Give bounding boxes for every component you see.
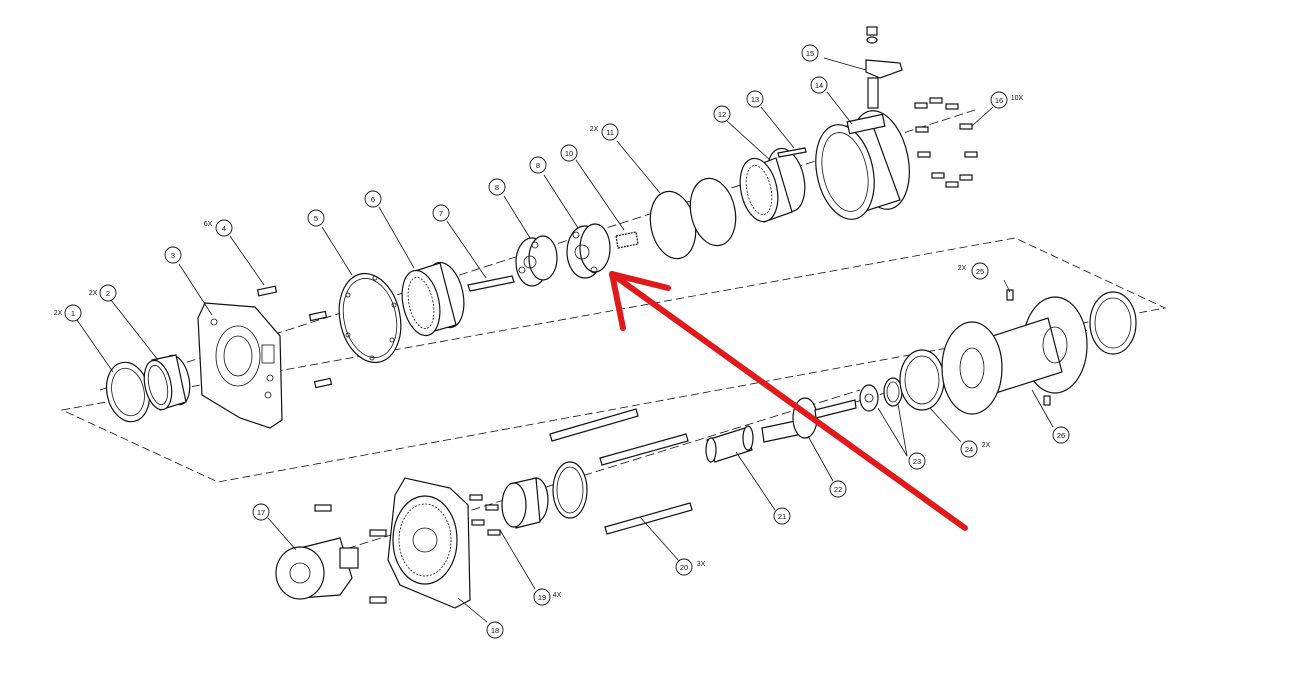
callout-2: 2 2X: [89, 284, 117, 302]
callout-20: 20 3X: [675, 558, 706, 576]
part-18-mounting-flange: [387, 477, 471, 609]
part-19-bolts: [314, 494, 501, 604]
callout-15: 15: [801, 44, 819, 62]
part-16-bolts: [914, 97, 978, 188]
callout-11-number: 11: [606, 128, 614, 137]
callout-24-qty: 2X: [982, 442, 991, 449]
callout-22: 22: [829, 480, 847, 498]
part-3-end-housing: [197, 302, 283, 429]
part-2-bushing: [143, 354, 191, 411]
callout-7: 7: [432, 204, 450, 222]
part-11-snap-rings: [649, 177, 737, 260]
red-annotation-arrow: [609, 271, 968, 531]
callout-17-number: 17: [257, 508, 265, 517]
callout-17: 17: [252, 503, 270, 521]
callout-10-number: 10: [565, 149, 573, 158]
callout-19-number: 19: [538, 593, 546, 602]
callout-12-number: 12: [718, 110, 726, 119]
part-4-bolts: [256, 285, 333, 389]
callout-16: 16 10X: [990, 91, 1024, 109]
callout-3-number: 3: [171, 251, 175, 260]
callout-12: 12: [713, 105, 731, 123]
callout-2-qty: 2X: [89, 290, 98, 297]
part-10-sun-gear: [615, 231, 639, 249]
part-14-gear-housing: [815, 110, 910, 220]
callout-1-qty: 2X: [54, 310, 63, 317]
callout-24-number: 24: [965, 445, 973, 454]
callout-4: 4 6X: [204, 219, 233, 237]
part-21-coupler: [705, 425, 754, 463]
callout-18: 18: [486, 621, 504, 639]
callout-4-number: 4: [222, 224, 226, 233]
callout-13-number: 13: [751, 95, 759, 104]
part-17-motor: [275, 537, 359, 600]
part-13-pin: [777, 147, 807, 158]
callout-4-qty: 6X: [204, 221, 213, 228]
callout-15-number: 15: [806, 49, 814, 58]
callout-14-number: 14: [815, 81, 823, 90]
callout-6: 6: [364, 190, 382, 208]
callout-5-number: 5: [314, 214, 318, 223]
part-6-ring-gear: [401, 261, 465, 337]
callout-20-number: 20: [680, 563, 688, 572]
callout-11-qty: 2X: [590, 126, 599, 133]
callout-26-number: 26: [1057, 431, 1065, 440]
callout-8a-number: 8: [495, 183, 499, 192]
callout-8b: 8: [529, 156, 547, 174]
callout-18-number: 18: [491, 626, 499, 635]
part-23-washers: [859, 377, 903, 412]
callout-25: 25 2X: [958, 262, 989, 280]
part-5-gasket: [338, 272, 402, 364]
callout-20-qty: 3X: [697, 561, 706, 568]
callout-3: 3: [164, 246, 182, 264]
part-24-rings: [899, 291, 1137, 411]
callout-13: 13: [746, 90, 764, 108]
callout-11: 11 2X: [590, 123, 619, 141]
callout-21-number: 21: [778, 512, 786, 521]
upper-assembly-frame: [60, 237, 1167, 483]
leader-lines: [76, 57, 1054, 623]
callout-25-number: 25: [976, 267, 984, 276]
callout-19: 19 4X: [533, 588, 562, 606]
lower-bushing: [501, 461, 588, 529]
part-8-planet-carrier: [515, 235, 558, 287]
callout-1: 1 2X: [54, 304, 82, 322]
callout-19-qty: 4X: [553, 592, 562, 599]
part-25-set-screws: [1006, 289, 1051, 406]
callout-8b-number: 8: [536, 161, 540, 170]
callout-1-number: 1: [71, 309, 75, 318]
callout-5: 5: [307, 209, 325, 227]
part-8b-planet-carrier: [566, 223, 611, 279]
callout-2-number: 2: [106, 289, 110, 298]
callout-16-number: 16: [995, 96, 1003, 105]
callout-6-number: 6: [371, 195, 375, 204]
callout-10: 10: [560, 144, 578, 162]
callout-8a: 8: [488, 178, 506, 196]
callout-24: 24 2X: [960, 440, 991, 458]
callout-22-number: 22: [834, 485, 842, 494]
callout-21: 21: [773, 507, 791, 525]
callout-14: 14: [810, 76, 828, 94]
callout-7-number: 7: [439, 209, 443, 218]
callout-26: 26: [1052, 426, 1070, 444]
part-12-ring-gear: [739, 147, 806, 223]
callout-16-qty: 10X: [1011, 95, 1024, 102]
part-20-tie-rods: [549, 408, 693, 535]
part-26-drum: [941, 296, 1088, 415]
callout-25-qty: 2X: [958, 265, 967, 272]
part-22-brake-shaft: [761, 397, 857, 443]
part-15-clutch-lever: [865, 26, 903, 109]
part-7-shaft: [467, 275, 515, 292]
callout-23: 23: [908, 452, 926, 470]
callout-23-number: 23: [913, 457, 921, 466]
